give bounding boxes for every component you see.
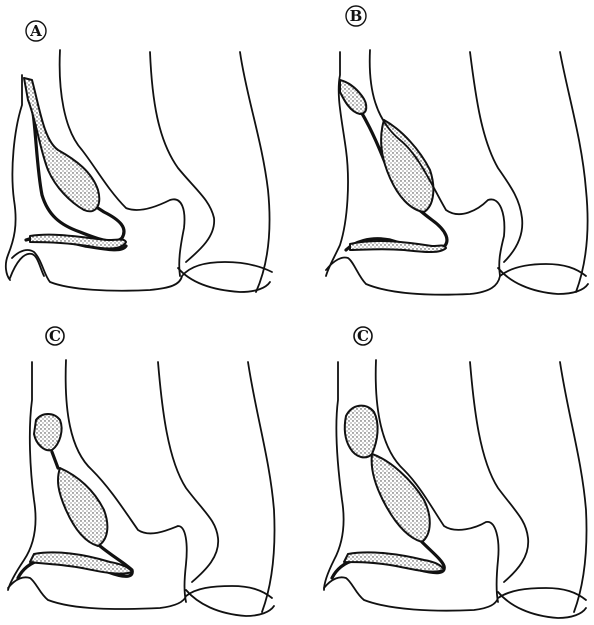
panel-c-right-bulb-lumen bbox=[345, 406, 378, 458]
panel-c-right-base-contour bbox=[324, 577, 586, 610]
panel-c-left-right-contour-1 bbox=[158, 362, 218, 582]
panel-c-right: C bbox=[324, 327, 587, 618]
panel-c-right-lumen-tail bbox=[344, 552, 444, 571]
panel-c-left-bulb-lumen bbox=[34, 414, 62, 450]
panel-a-label: A bbox=[29, 22, 42, 40]
panel-a-right-contour-1 bbox=[150, 52, 214, 262]
panel-c-left-base-contour bbox=[8, 577, 272, 609]
panel-a-right-contour-2 bbox=[240, 52, 270, 292]
panel-a-left-wall bbox=[6, 75, 22, 280]
panel-b-right-contour-1 bbox=[470, 52, 522, 262]
panel-c-right-bottom-contour bbox=[498, 592, 586, 618]
panel-a: A bbox=[6, 21, 272, 292]
panel-b-bottom-contour bbox=[498, 268, 588, 294]
panel-c-left-label: C bbox=[49, 327, 61, 345]
panel-b: B bbox=[326, 6, 588, 295]
panel-b-right-contour-2 bbox=[560, 52, 588, 292]
panel-b-upper-lumen bbox=[340, 80, 366, 114]
panel-c-right-label: C bbox=[357, 327, 369, 345]
panel-c-left: C bbox=[8, 327, 275, 616]
panel-c-left-right-contour-2 bbox=[248, 362, 275, 612]
panel-b-main-lumen bbox=[381, 120, 433, 212]
panel-b-base-contour bbox=[326, 258, 586, 295]
panel-c-left-bottom-contour bbox=[186, 590, 274, 616]
panel-c-left-left-wall bbox=[8, 362, 36, 590]
panel-a-bottom-contour bbox=[178, 268, 270, 292]
panel-b-label: B bbox=[350, 7, 363, 25]
panel-b-lumen-tail bbox=[350, 241, 446, 252]
panel-a-lumen-tail bbox=[30, 235, 126, 249]
panel-c-left-lumen-tail bbox=[30, 552, 132, 573]
panel-c-right-left-wall bbox=[324, 362, 344, 590]
panel-c-right-right-contour-2 bbox=[560, 362, 587, 612]
panel-a-base-contour bbox=[12, 250, 272, 291]
